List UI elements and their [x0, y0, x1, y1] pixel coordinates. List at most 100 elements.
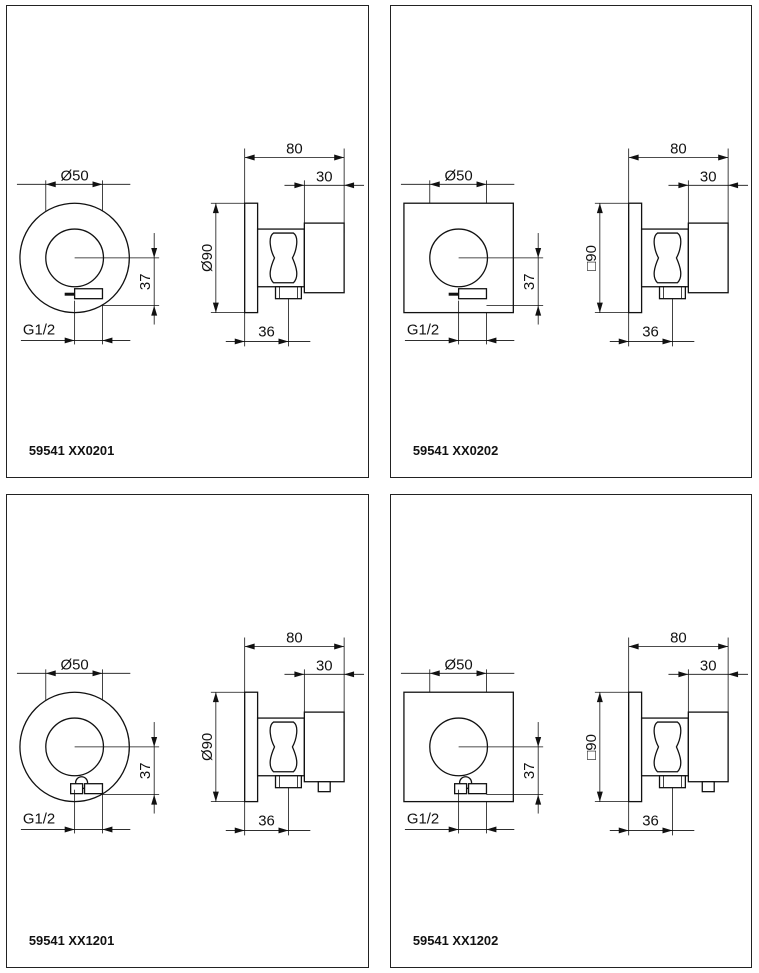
arrowhead — [535, 305, 542, 316]
arrowhead — [678, 671, 689, 678]
side-outlet — [457, 288, 488, 300]
arrowhead — [429, 181, 440, 188]
arrowhead — [212, 302, 219, 313]
arrowhead — [618, 338, 629, 345]
dim-label-offset: 36 — [258, 813, 275, 829]
dim-label-disc: Ø50 — [445, 657, 473, 673]
arrowhead — [102, 337, 113, 344]
arrowhead — [728, 182, 739, 189]
handshower-slot — [653, 232, 682, 284]
arrowhead — [344, 182, 355, 189]
technical-drawing: Ø50 37 G1/2 80 30 — [16, 141, 365, 458]
arrowhead — [151, 305, 158, 316]
arrowhead — [486, 337, 497, 344]
dim-label-disc: Ø50 — [61, 168, 89, 184]
drawing-panel-4: Ø50 37 G1/2 80 30 □90 — [390, 494, 752, 968]
dim-label-total-depth: 80 — [670, 141, 687, 157]
arrowhead — [535, 736, 542, 747]
arrowhead — [718, 643, 729, 650]
handshower-slot — [269, 721, 298, 773]
product-code: 59541 XX0202 — [413, 443, 498, 458]
arrowhead — [244, 154, 255, 161]
arrowhead — [628, 643, 639, 650]
product-code: 59541 XX1201 — [29, 933, 114, 948]
dim-label-body-depth: 30 — [316, 658, 333, 674]
technical-drawing: Ø50 37 G1/2 80 30 □90 — [400, 630, 749, 948]
dim-label-plate: □90 — [584, 245, 600, 271]
arrowhead — [92, 670, 103, 677]
arrowhead — [294, 182, 305, 189]
plate-side — [244, 691, 259, 803]
dim-label-thread: G1/2 — [407, 811, 439, 827]
technical-drawing: Ø50 37 G1/2 80 30 Ø90 — [16, 630, 365, 948]
arrowhead — [278, 338, 289, 345]
arrowhead — [294, 671, 305, 678]
dim-label-disc: Ø50 — [61, 657, 89, 673]
thread-connector — [658, 775, 687, 789]
arrowhead — [64, 826, 75, 833]
dim-label-offset: 36 — [258, 324, 275, 340]
product-code: 59541 XX0201 — [29, 443, 114, 458]
arrowhead — [64, 337, 75, 344]
dim-label-total-depth: 80 — [286, 630, 303, 646]
dim-label-thread: G1/2 — [407, 322, 439, 338]
dim-label-body-depth: 30 — [700, 169, 717, 185]
bottom-outlet-side — [317, 781, 331, 793]
arrowhead — [244, 643, 255, 650]
arrowhead — [596, 791, 603, 802]
outlet-stub — [70, 783, 84, 795]
arrowhead — [535, 794, 542, 805]
dim-label-offset: 36 — [642, 324, 659, 340]
side-outlet — [73, 288, 104, 300]
plate-side — [628, 202, 643, 314]
technical-drawing: Ø50 37 G1/2 80 30 □90 — [400, 141, 749, 458]
holder-cap — [303, 711, 345, 783]
arrowhead — [212, 692, 219, 703]
arrowhead — [628, 154, 639, 161]
handshower-slot — [269, 232, 298, 284]
arrowhead — [334, 643, 345, 650]
arrowhead — [212, 203, 219, 214]
arrowhead — [662, 338, 673, 345]
arrowhead — [151, 736, 158, 747]
dim-label-disc: Ø50 — [445, 168, 473, 184]
outlet-mark — [64, 292, 75, 296]
arrowhead — [476, 181, 487, 188]
arrowhead — [448, 337, 459, 344]
dim-label-total-depth: 80 — [286, 141, 303, 157]
holder-cap — [687, 711, 729, 783]
arrowhead — [344, 671, 355, 678]
arrowhead — [234, 338, 245, 345]
arrowhead — [334, 154, 345, 161]
holder-cap — [303, 222, 345, 294]
arrowhead — [486, 826, 497, 833]
dim-label-offset: 36 — [642, 813, 659, 829]
arrowhead — [429, 670, 440, 677]
outlet-nut — [83, 783, 104, 795]
outlet-nut — [467, 783, 488, 795]
arrowhead — [718, 154, 729, 161]
dim-label-height: 37 — [522, 762, 538, 779]
arrowhead — [476, 670, 487, 677]
arrowhead — [212, 791, 219, 802]
drawing-panel-2: Ø50 37 G1/2 80 30 □90 — [390, 5, 752, 478]
dim-label-height: 37 — [138, 762, 154, 779]
outlet-stub — [454, 783, 468, 795]
arrowhead — [678, 182, 689, 189]
dim-label-total-depth: 80 — [670, 630, 687, 646]
plate-side — [628, 691, 643, 803]
arrowhead — [618, 827, 629, 834]
arrowhead — [234, 827, 245, 834]
arrowhead — [448, 826, 459, 833]
arrowhead — [535, 247, 542, 258]
dim-label-height: 37 — [522, 273, 538, 290]
arrowhead — [596, 302, 603, 313]
arrowhead — [45, 181, 56, 188]
dim-label-plate: Ø90 — [200, 244, 216, 272]
arrowhead — [728, 671, 739, 678]
arrowhead — [102, 826, 113, 833]
dim-label-thread: G1/2 — [23, 322, 55, 338]
outlet-mark — [448, 292, 459, 296]
product-code: 59541 XX1202 — [413, 933, 498, 948]
arrowhead — [151, 794, 158, 805]
